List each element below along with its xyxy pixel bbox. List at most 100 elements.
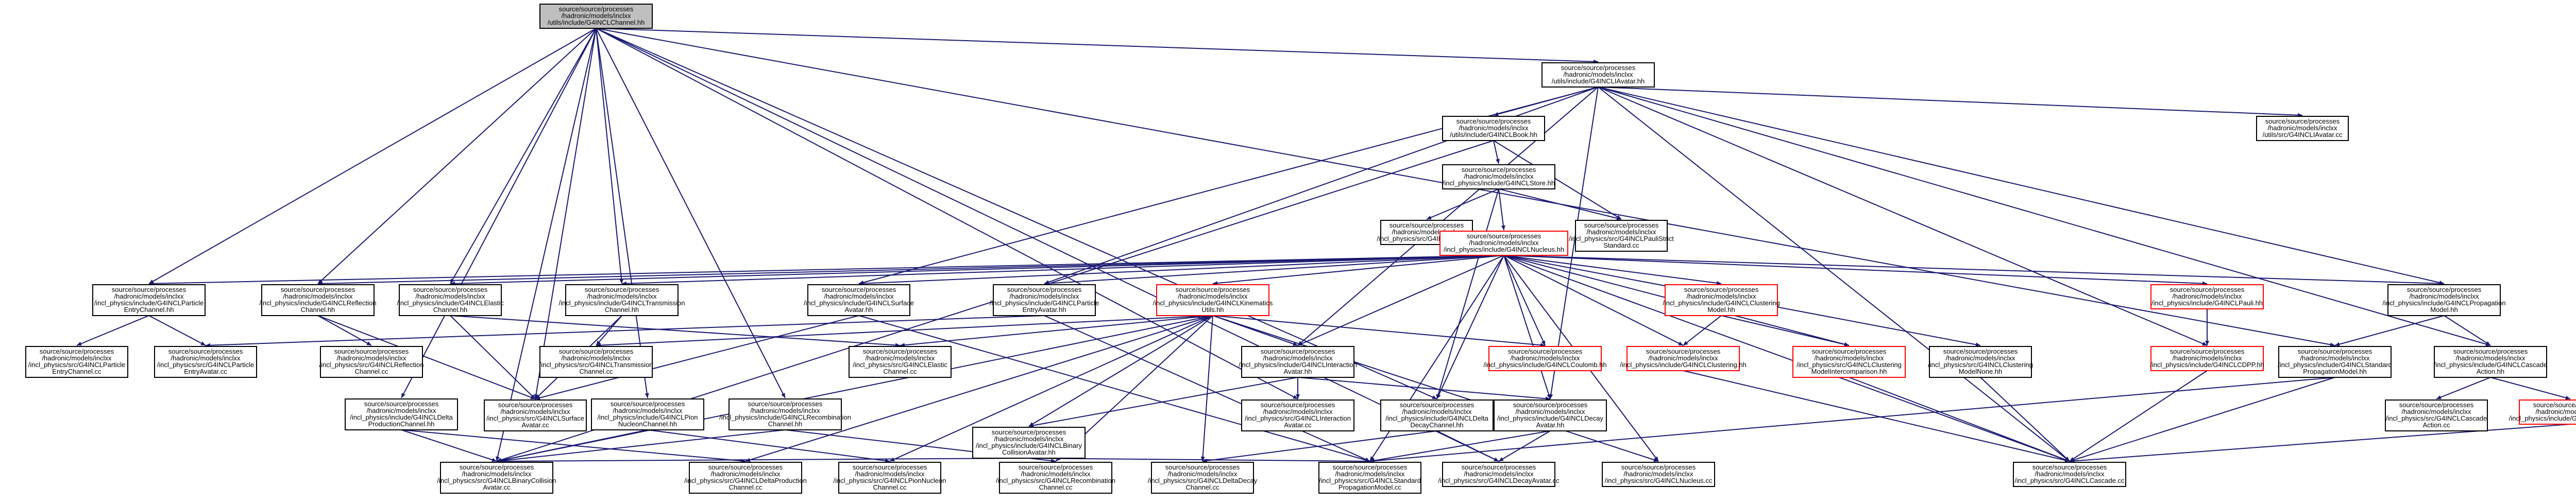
node-label-line: /incl_physics/src/G4INCLParticle bbox=[157, 361, 255, 369]
node-label-line: /hadronic/models/inclxx bbox=[2535, 408, 2576, 415]
node-label-line: source/source/processes bbox=[822, 286, 896, 293]
graph-node[interactable]: source/source/processes/hadronic/models/… bbox=[2150, 346, 2264, 371]
dependency-edge bbox=[1200, 315, 1213, 462]
graph-node[interactable]: source/source/processes/hadronic/models/… bbox=[345, 398, 458, 430]
graph-node[interactable]: source/source/processes/hadronic/models/… bbox=[539, 4, 653, 29]
graph-node[interactable]: source/source/processes/hadronic/models/… bbox=[1483, 346, 1607, 371]
graph-node[interactable]: source/source/processes/hadronic/models/… bbox=[1663, 284, 1780, 316]
graph-node[interactable]: source/source/processes/hadronic/models/… bbox=[804, 284, 914, 316]
graph-node[interactable]: source/source/processes/hadronic/models/… bbox=[2278, 346, 2392, 378]
dependency-edge bbox=[496, 28, 597, 462]
graph-node[interactable]: source/source/processes/hadronic/models/… bbox=[1442, 164, 1555, 189]
node-label-line: /incl_physics/include/G4INCLDelta bbox=[1385, 414, 1488, 422]
node-label-line: ProductionChannel.hh bbox=[368, 420, 435, 428]
graph-node[interactable]: source/source/processes/hadronic/models/… bbox=[719, 398, 851, 430]
graph-node[interactable]: source/source/processes/hadronic/models/… bbox=[849, 346, 952, 378]
node-box bbox=[1575, 220, 1668, 252]
graph-node[interactable]: source/source/processes/hadronic/models/… bbox=[684, 462, 807, 494]
graph-node[interactable]: source/source/processes/hadronic/models/… bbox=[972, 427, 1086, 459]
dependency-edge bbox=[1436, 430, 1499, 462]
graph-node[interactable]: source/source/processes/hadronic/models/… bbox=[2509, 399, 2576, 425]
node-box bbox=[565, 284, 679, 316]
node-label-line: /incl_physics/src/G4INCLElastic bbox=[853, 361, 947, 369]
node-label-line: source/source/processes bbox=[611, 400, 685, 408]
node-label-line: /hadronic/models/inclxx bbox=[1469, 239, 1539, 247]
graph-node[interactable]: source/source/processes/hadronic/models/… bbox=[1442, 116, 1545, 141]
dependency-edge bbox=[858, 255, 1504, 286]
graph-node[interactable]: source/source/processes/hadronic/models/… bbox=[1439, 231, 1568, 256]
node-label-line: /hadronic/models/inclxx bbox=[1464, 470, 1534, 478]
node-label-line: /incl_physics/src/G4INCLPionNucleon bbox=[834, 477, 946, 484]
node-box bbox=[1626, 346, 1740, 371]
graph-node[interactable]: source/source/processes/hadronic/models/… bbox=[260, 284, 377, 316]
graph-node[interactable]: source/source/processes/hadronic/models/… bbox=[834, 462, 946, 494]
node-box bbox=[2278, 346, 2392, 378]
graph-node[interactable]: source/source/processes/hadronic/models/… bbox=[437, 462, 556, 494]
node-box bbox=[1380, 399, 1494, 431]
graph-node[interactable]: source/source/processes/hadronic/models/… bbox=[25, 346, 128, 378]
graph-node[interactable]: source/source/processes/hadronic/models/… bbox=[2382, 284, 2506, 316]
node-label-line: source/source/processes bbox=[1621, 463, 1696, 471]
graph-node[interactable]: source/source/processes/hadronic/models/… bbox=[319, 346, 424, 378]
graph-node[interactable]: source/source/processes/hadronic/models/… bbox=[1494, 399, 1607, 431]
dependency-edge bbox=[1212, 315, 1659, 462]
node-label-line: /hadronic/models/inclxx bbox=[710, 470, 781, 478]
graph-node[interactable]: source/source/processes/hadronic/models/… bbox=[1602, 462, 1715, 487]
graph-node[interactable]: source/source/processes/hadronic/models/… bbox=[1148, 462, 1258, 494]
graph-node[interactable]: source/source/processes/hadronic/models/… bbox=[154, 346, 257, 378]
node-label-line: /hadronic/models/inclxx bbox=[994, 435, 1064, 443]
graph-node[interactable]: source/source/processes/hadronic/models/… bbox=[996, 462, 1115, 494]
node-label-line: source/source/processes bbox=[168, 347, 243, 355]
node-label-line: source/source/processes bbox=[1165, 463, 1240, 471]
graph-node[interactable]: source/source/processes/hadronic/models/… bbox=[1241, 399, 1354, 431]
node-label-line: /utils/include/G4INCLChannel.hh bbox=[548, 19, 645, 26]
node-label-line: source/source/processes bbox=[1007, 286, 1082, 293]
graph-node[interactable]: source/source/processes/hadronic/models/… bbox=[1928, 346, 2033, 378]
node-label-line: source/source/processes bbox=[1508, 347, 1583, 355]
node-label-line: source/source/processes bbox=[559, 5, 634, 13]
graph-node[interactable]: source/source/processes/hadronic/models/… bbox=[539, 346, 653, 378]
node-box bbox=[1929, 346, 2032, 378]
graph-node[interactable]: source/source/processes/hadronic/models/… bbox=[1380, 399, 1494, 431]
node-label-line: source/source/processes bbox=[2170, 286, 2245, 293]
node-label-line: source/source/processes bbox=[1019, 463, 1093, 471]
dependency-edge bbox=[2069, 377, 2335, 462]
node-box bbox=[1241, 346, 1354, 378]
graph-node[interactable]: source/source/processes/hadronic/models/… bbox=[1620, 346, 1747, 371]
graph-node[interactable]: source/source/processes/hadronic/models/… bbox=[1318, 462, 1421, 494]
node-label-line: source/source/processes bbox=[1261, 347, 1335, 355]
node-label-line: /hadronic/models/inclxx bbox=[2409, 292, 2479, 300]
graph-node[interactable]: source/source/processes/hadronic/models/… bbox=[990, 284, 1099, 316]
graph-node[interactable]: source/source/processes/hadronic/models/… bbox=[92, 284, 206, 316]
graph-node[interactable]: source/source/processes/hadronic/models/… bbox=[2385, 399, 2488, 431]
graph-node[interactable]: source/source/processes/hadronic/models/… bbox=[484, 399, 587, 431]
node-label-line: /hadronic/models/inclxx bbox=[462, 470, 532, 478]
graph-node[interactable]: source/source/processes/hadronic/models/… bbox=[2150, 284, 2264, 309]
graph-node[interactable]: source/source/processes/hadronic/models/… bbox=[1438, 462, 1560, 487]
node-label-line: source/source/processes bbox=[1462, 463, 1536, 471]
node-box bbox=[993, 284, 1096, 316]
graph-node[interactable]: source/source/processes/hadronic/models/… bbox=[2434, 346, 2547, 378]
node-label-line: /hadronic/models/inclxx bbox=[855, 470, 925, 478]
graph-node[interactable]: source/source/processes/hadronic/models/… bbox=[2256, 116, 2349, 141]
dependency-edge bbox=[1498, 188, 1505, 231]
node-box bbox=[1442, 164, 1555, 189]
graph-node[interactable]: source/source/processes/hadronic/models/… bbox=[2013, 462, 2126, 487]
node-label-line: source/source/processes bbox=[1513, 401, 1588, 409]
dependency-edge bbox=[1598, 86, 2445, 285]
node-label-line: /hadronic/models/inclxx bbox=[1178, 292, 1248, 300]
graph-node[interactable]: source/source/processes/hadronic/models/… bbox=[1792, 346, 1906, 378]
graph-node[interactable]: source/source/processes/hadronic/models/… bbox=[591, 398, 704, 430]
graph-node[interactable]: source/source/processes/hadronic/models/… bbox=[559, 284, 685, 316]
node-box bbox=[1439, 231, 1568, 256]
node-label-line: /hadronic/models/inclxx bbox=[613, 407, 683, 414]
dependency-edge bbox=[1297, 255, 1504, 346]
graph-node[interactable]: source/source/processes/hadronic/models/… bbox=[397, 284, 504, 316]
node-box bbox=[345, 398, 458, 430]
graph-node[interactable]: source/source/processes/hadronic/models/… bbox=[1569, 220, 1674, 252]
graph-node[interactable]: source/source/processes/hadronic/models/… bbox=[1153, 284, 1273, 316]
graph-node[interactable]: source/source/processes/hadronic/models/… bbox=[1541, 62, 1655, 88]
node-label-line: source/source/processes bbox=[748, 400, 823, 408]
graph-node[interactable]: source/source/processes/hadronic/models/… bbox=[1239, 346, 1357, 378]
